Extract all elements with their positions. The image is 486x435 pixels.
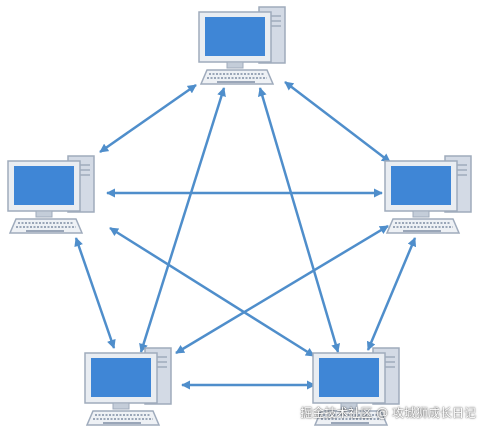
link-top-bottom-right — [257, 87, 341, 353]
link-left-bottom-right — [109, 226, 315, 358]
link-right-bottom-right — [366, 237, 417, 351]
computer-icon-left — [7, 155, 95, 234]
link-top-right — [284, 81, 391, 163]
link-right-bottom-left — [175, 224, 389, 355]
computer-icon-right — [384, 155, 472, 234]
computer-icon-top — [198, 6, 286, 85]
watermark: 掘金技术社区 @ 攻城狮成长日记 — [300, 406, 476, 420]
computer-icon-bottom-left — [84, 347, 172, 426]
link-top-bottom-left — [139, 87, 226, 353]
link-left-bottom-left — [74, 237, 116, 349]
links — [74, 81, 417, 390]
link-top-left — [99, 83, 197, 154]
